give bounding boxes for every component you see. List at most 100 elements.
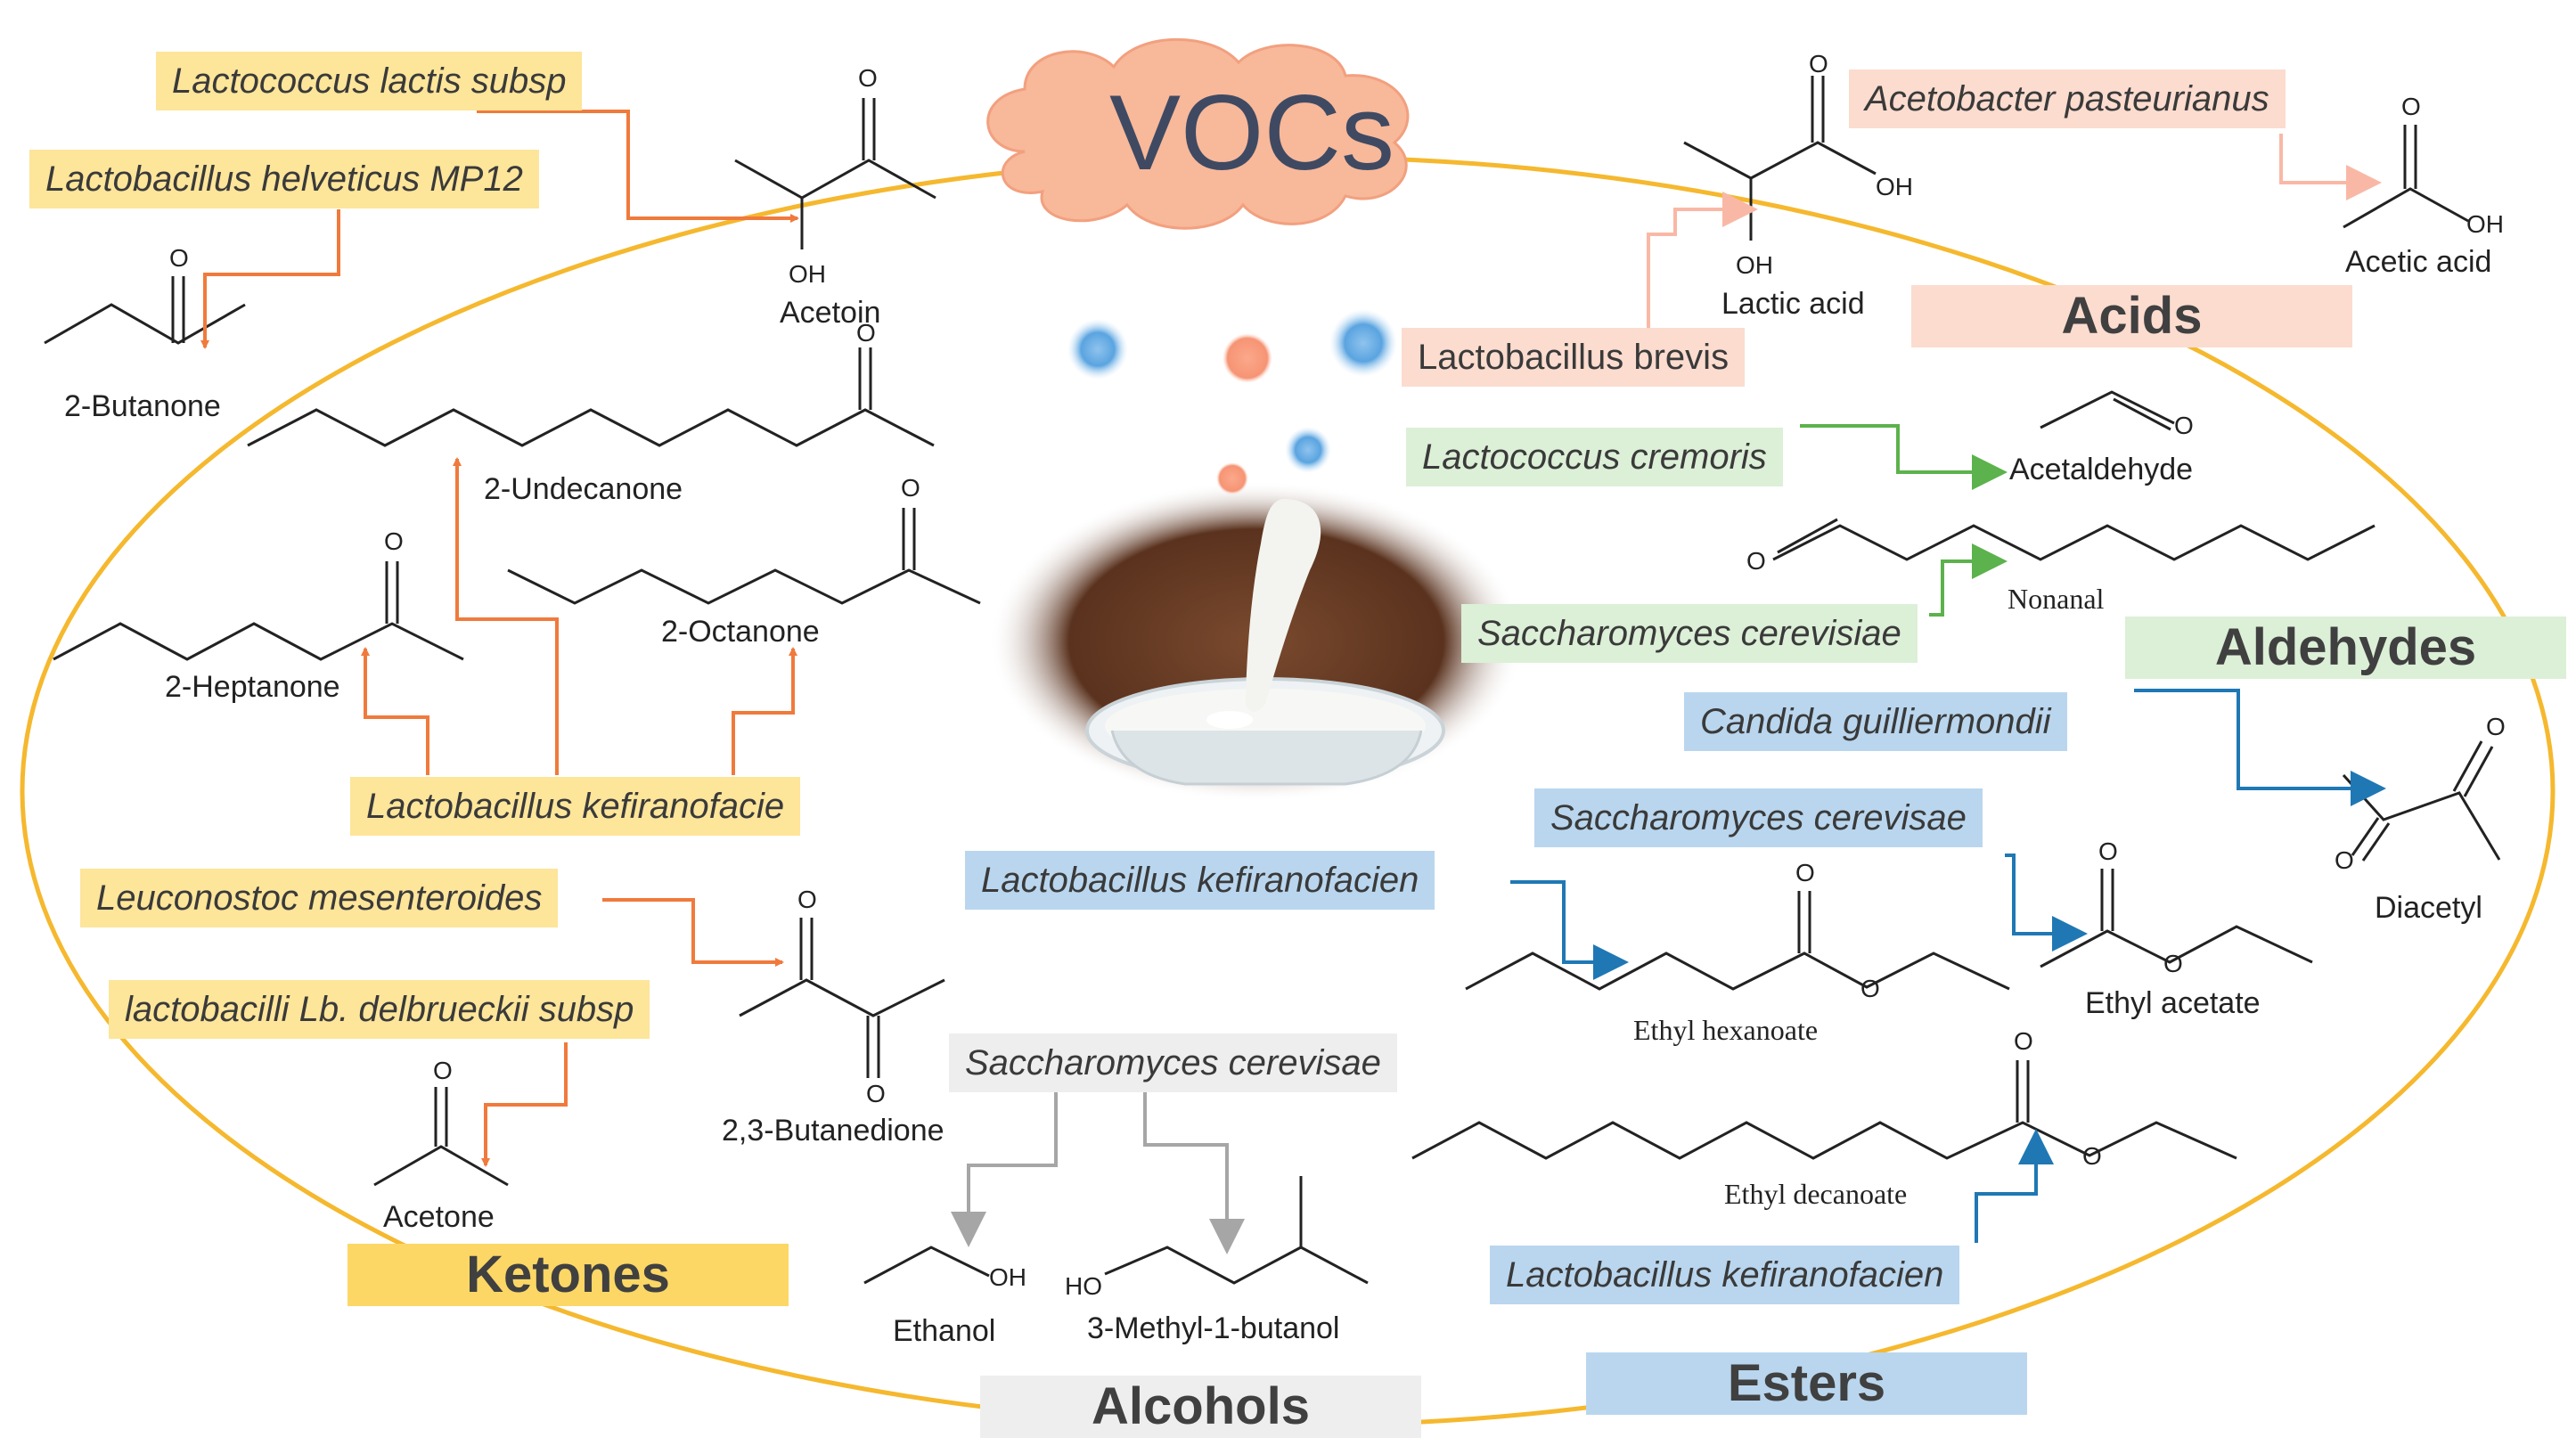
atom-o: O <box>2014 1027 2033 1055</box>
arrow-candida-diacetyl <box>2134 689 2386 806</box>
compound-diacetyl: Diacetyl <box>2375 891 2482 925</box>
compound-acetic-acid: Acetic acid <box>2345 245 2492 279</box>
atom-o: O <box>1795 859 1815 886</box>
heptanone-structure <box>53 622 464 661</box>
compound-undecanone: 2-Undecanone <box>484 472 683 506</box>
acetone-structure <box>373 1145 509 1187</box>
atom-o: O <box>2486 713 2506 740</box>
bubble-orange <box>1216 462 1248 494</box>
methylbutanol-structure <box>1104 1246 1369 1285</box>
atom-o: O <box>901 474 920 502</box>
atom-o: O <box>169 244 189 272</box>
octanone-structure <box>507 568 981 605</box>
atom-o: O <box>2163 950 2183 977</box>
organism-leuconostoc: Leuconostoc mesenteroides <box>80 869 559 927</box>
molecule-structures <box>44 76 2501 1285</box>
organism-s-cerevisae-ester: Saccharomyces cerevisae <box>1534 788 1983 847</box>
butanone-structure <box>44 303 246 345</box>
acetaldehyde-structure <box>2040 390 2175 429</box>
organism-lb-helveticus: Lactobacillus helveticus MP12 <box>29 150 539 208</box>
acetoin-structure <box>734 159 936 200</box>
compound-butanone: 2-Butanone <box>64 389 221 423</box>
atom-o: O <box>797 886 817 913</box>
compound-acetaldehyde: Acetaldehyde <box>2009 453 2194 486</box>
arrow-kefiranofacien-hexanoate <box>1510 880 1629 980</box>
compound-lactic-acid: Lactic acid <box>1721 287 1865 321</box>
organism-lc-cremoris: Lactococcus cremoris <box>1406 428 1783 486</box>
arrow-cremoris-acetaldehyde <box>1800 424 2008 490</box>
atom-oh: OH <box>2466 210 2504 238</box>
atom-oh: OH <box>1736 251 1773 279</box>
arrow-brevis-lactic <box>1647 192 1758 328</box>
compound-octanone: 2-Octanone <box>661 615 820 649</box>
compound-acetoin: Acetoin <box>780 296 881 330</box>
organism-lb-kefiranofacien-hexanoate: Lactobacillus kefiranofacien <box>965 851 1435 910</box>
category-alcohols: Alcohols <box>980 1376 1421 1438</box>
lactic-acid-structure <box>1683 141 1877 180</box>
compound-ethyl-hexanoate: Ethyl hexanoate <box>1633 1014 1819 1046</box>
atom-o: O <box>433 1057 453 1084</box>
butanedione-structure <box>739 978 945 1017</box>
compound-ethyl-decanoate: Ethyl decanoate <box>1724 1178 1908 1210</box>
arrow-kefiranofacie-heptanone <box>361 647 429 775</box>
atom-o: O <box>1809 50 1828 78</box>
acetic-acid-structure <box>2343 187 2469 229</box>
bubble-blue <box>1067 319 1128 380</box>
arrow-cerevisae-methylbutanol <box>1143 1091 1245 1254</box>
arrow-cerevisae-ethylacetate <box>2005 854 2088 952</box>
atom-o: O <box>856 319 876 347</box>
compound-acetone: Acetone <box>383 1200 495 1234</box>
bubble-orange <box>1223 333 1272 383</box>
bubble-blue <box>1285 427 1331 473</box>
arrow-lactis-acetoin <box>477 110 799 223</box>
atom-o: O <box>2082 1142 2102 1170</box>
arrow-delbrueckii-acetone <box>481 1042 568 1167</box>
ethyl-decanoate-structure <box>1411 1121 2237 1160</box>
organism-lb-brevis: Lactobacillus brevis <box>1402 328 1746 387</box>
atom-o: O <box>866 1080 886 1107</box>
organism-lactococcus-lactis: Lactococcus lactis subsp <box>156 52 583 110</box>
atom-o: O <box>2401 93 2421 120</box>
compound-ethanol: Ethanol <box>893 1314 996 1348</box>
category-ketones: Ketones <box>348 1244 789 1306</box>
arrow-cerevisae-ethanol <box>951 1091 1058 1247</box>
atom-o: O <box>2098 837 2118 865</box>
organism-s-cerevisae-alcohol: Saccharomyces cerevisae <box>949 1033 1397 1092</box>
arrow-kefiranofacie-undecanone <box>453 457 559 775</box>
arrow-helveticus-butanone <box>200 209 340 349</box>
organism-candida: Candida guilliermondii <box>1684 692 2067 751</box>
category-acids: Acids <box>1911 285 2352 347</box>
compound-methylbutanol: 3-Methyl-1-butanol <box>1087 1311 1340 1345</box>
atom-ho: HO <box>1065 1272 1102 1300</box>
compound-nonanal: Nonanal <box>2008 583 2105 615</box>
atom-o: O <box>1860 975 1880 1002</box>
atom-o: O <box>858 64 878 92</box>
organism-s-cerevisiae-aldehyde: Saccharomyces cerevisiae <box>1461 604 1918 663</box>
atom-o: O <box>2174 412 2194 439</box>
atom-oh: OH <box>989 1263 1026 1291</box>
organism-lb-kefiranofacien-decanoate: Lactobacillus kefiranofacien <box>1490 1246 1960 1304</box>
kefir-photo <box>989 481 1524 802</box>
arrows <box>200 110 2386 1254</box>
arrow-cerevisiae-nonanal <box>1929 543 2008 617</box>
vocs-cloud <box>986 37 1410 230</box>
ethanol-structure <box>863 1246 990 1285</box>
organism-lb-delbrueckii: lactobacilli Lb. delbrueckii subsp <box>109 980 650 1039</box>
compound-ethyl-acetate: Ethyl acetate <box>2085 986 2261 1020</box>
arrow-leuconostoc-butanedione <box>602 898 784 967</box>
category-esters: Esters <box>1586 1352 2027 1415</box>
bubble-blue <box>1329 309 1397 377</box>
ethyl-hexanoate-structure <box>1465 952 2010 991</box>
atom-oh: OH <box>1876 173 1913 200</box>
undecanone-structure <box>247 408 935 447</box>
diagram-title: VOCs <box>1109 73 1395 192</box>
compound-butanedione: 2,3-Butanedione <box>722 1114 945 1148</box>
atom-oh: OH <box>789 260 826 288</box>
atom-o: O <box>384 527 404 555</box>
atom-o: O <box>2335 846 2354 874</box>
arrow-acetobacter-acetic <box>2279 134 2382 200</box>
arrow-kefiranofacie-octanone <box>732 647 797 775</box>
category-aldehydes: Aldehydes <box>2125 617 2566 679</box>
